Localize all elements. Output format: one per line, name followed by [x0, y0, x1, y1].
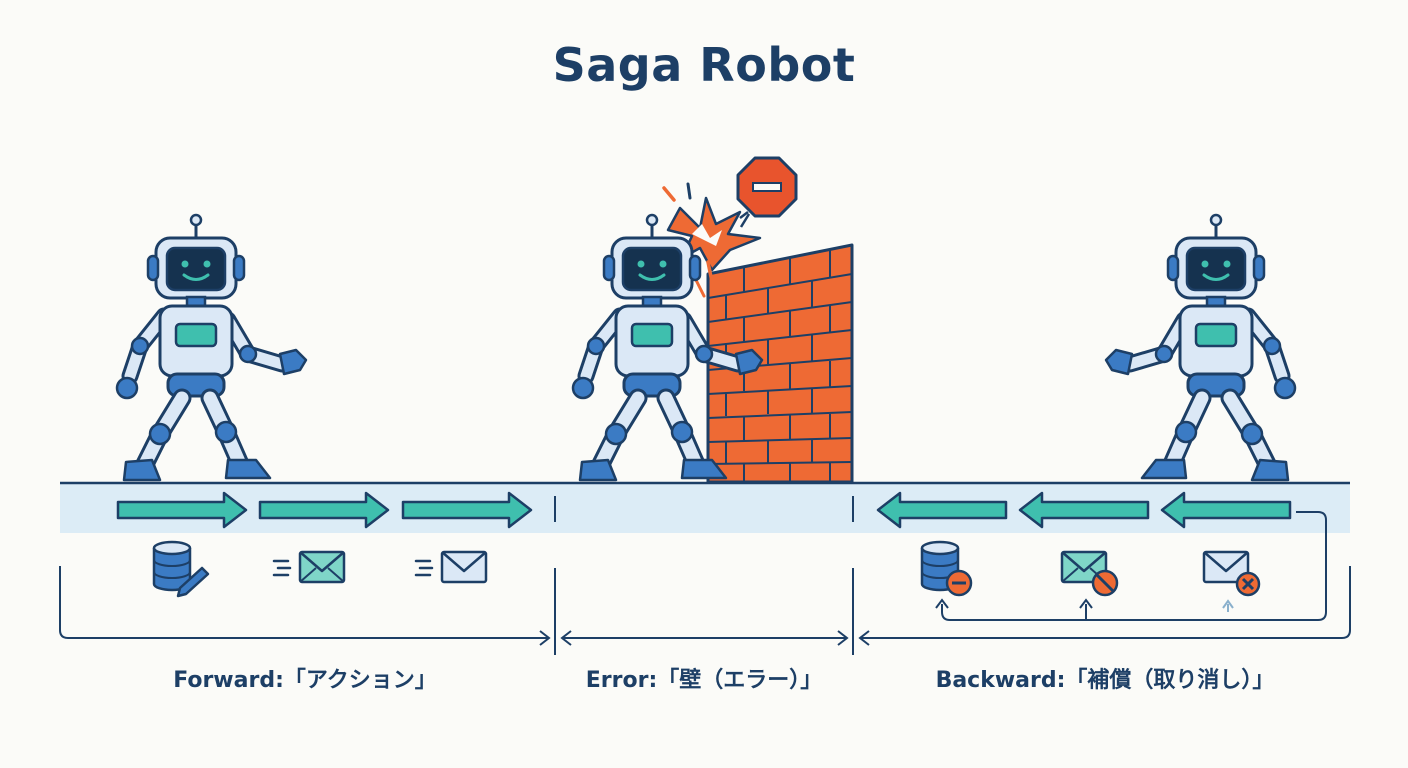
backward-bracket	[861, 566, 1351, 639]
page-title: Saga Robot	[552, 38, 856, 92]
compensation-path	[941, 511, 1327, 621]
database-remove-icon	[920, 540, 973, 597]
bracket-arrowhead	[837, 630, 849, 646]
compensation-arrowhead	[1222, 599, 1234, 609]
database-edit-icon	[152, 540, 210, 598]
stop-sign-icon	[736, 156, 798, 228]
mail-blocked-icon	[1060, 550, 1119, 597]
forward-caption: Forward:「アクション」	[173, 668, 437, 693]
send-mail-icon	[414, 550, 488, 584]
mail-cancel-icon	[1202, 550, 1261, 597]
bracket-arrowhead	[539, 630, 551, 646]
error-wall	[706, 243, 854, 484]
backward-caption: Backward:「補償（取り消し）」	[935, 668, 1275, 693]
bracket-arrowhead	[858, 630, 870, 646]
compensation-arrowhead	[1079, 598, 1093, 609]
forward-bracket	[59, 566, 548, 639]
compensation-arrowhead	[935, 598, 949, 609]
robot-backward	[1106, 215, 1295, 480]
process-track	[60, 483, 1350, 533]
bracket-arrowhead	[560, 630, 572, 646]
error-caption: Error:「壁（エラー）」	[585, 668, 823, 693]
robot-forward	[117, 215, 306, 480]
send-mail-icon	[272, 550, 346, 584]
